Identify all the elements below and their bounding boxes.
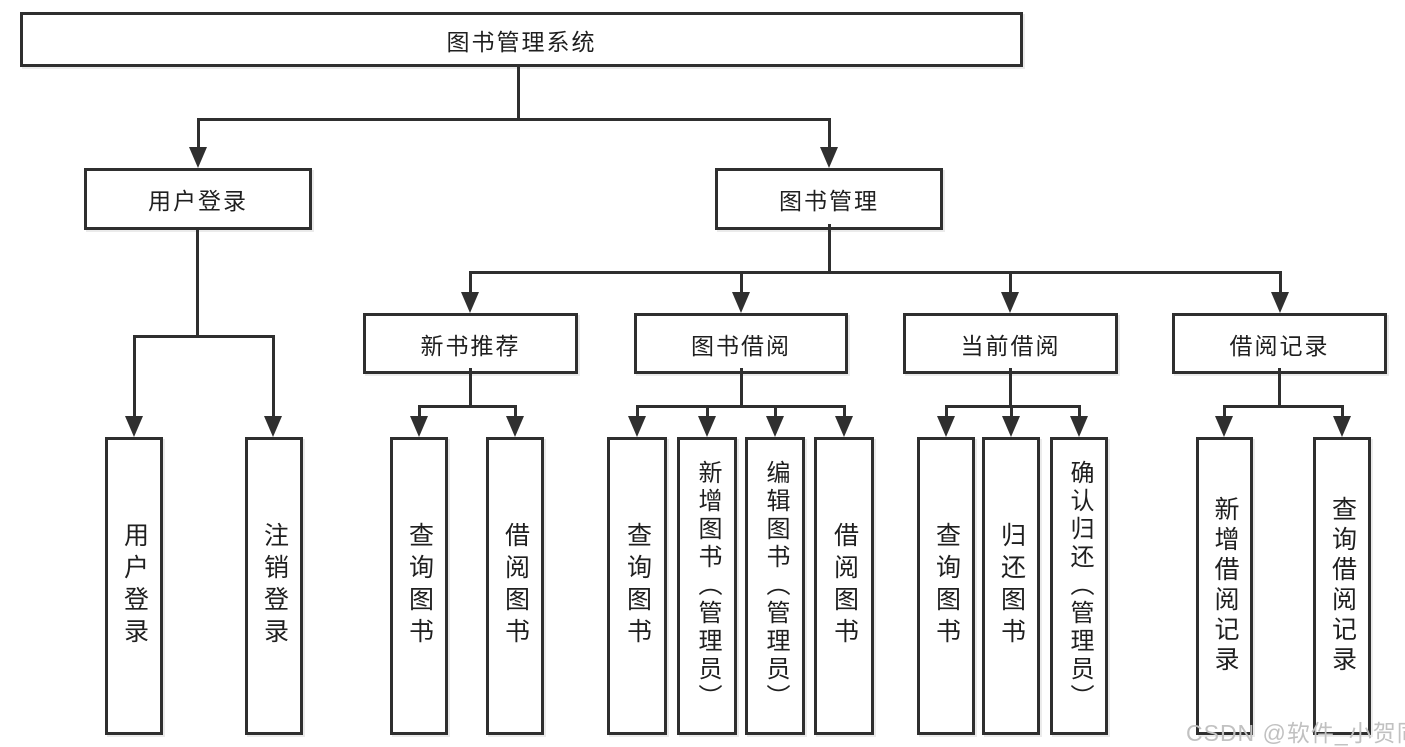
node-user-login: 用户登录 xyxy=(84,168,312,230)
leaf-add-books-admin: 新增图书（管理员） xyxy=(677,437,737,735)
connector-hline xyxy=(418,405,517,408)
arrowhead-down-icon xyxy=(628,416,646,437)
connector-vline xyxy=(1341,405,1344,421)
connector-vline xyxy=(133,335,136,420)
connector-vline xyxy=(843,405,846,421)
leaf-query-books-1: 查询图书 xyxy=(390,437,448,735)
arrowhead-down-icon xyxy=(189,147,207,168)
leaf-label: 归还图书 xyxy=(997,522,1026,650)
leaf-label: 查询图书 xyxy=(623,522,652,650)
connector-vline xyxy=(945,405,948,421)
arrowhead-down-icon xyxy=(461,292,479,313)
node-label: 图书借阅 xyxy=(691,332,791,359)
leaf-confirm-return-admin: 确认归还（管理员） xyxy=(1050,437,1108,735)
leaf-label: 确认归还（管理员） xyxy=(1066,460,1093,712)
connector-hline xyxy=(133,335,275,338)
connector-vline xyxy=(740,368,743,408)
arrowhead-down-icon xyxy=(410,416,428,437)
connector-vline xyxy=(418,405,421,421)
node-label: 借阅记录 xyxy=(1229,332,1330,359)
leaf-edit-books-admin: 编辑图书（管理员） xyxy=(745,437,805,735)
leaf-label: 借阅图书 xyxy=(830,522,859,650)
csdn-watermark: CSDN @软件_小贺同学 xyxy=(1186,720,1405,746)
connector-vline xyxy=(828,118,831,150)
node-book-borrow: 图书借阅 xyxy=(634,313,848,374)
node-label: 图书管理 xyxy=(779,188,879,214)
leaf-query-borrow-record: 查询借阅记录 xyxy=(1313,437,1371,735)
leaf-label: 查询借阅记录 xyxy=(1328,496,1357,676)
connector-vline xyxy=(272,335,275,420)
leaf-label: 新增图书（管理员） xyxy=(694,460,721,712)
connector-hline xyxy=(945,405,1081,408)
leaf-return-books: 归还图书 xyxy=(982,437,1040,735)
connector-hline xyxy=(1223,405,1344,408)
leaf-label: 编辑图书（管理员） xyxy=(762,460,789,712)
connector-vline xyxy=(636,405,639,421)
arrowhead-down-icon xyxy=(1002,416,1020,437)
node-book-mgmt: 图书管理 xyxy=(715,168,943,230)
connector-vline xyxy=(514,405,517,421)
node-label: 用户登录 xyxy=(148,188,248,214)
arrowhead-down-icon xyxy=(1271,292,1289,313)
arrowhead-down-icon xyxy=(506,416,524,437)
connector-vline xyxy=(517,64,520,120)
leaf-label: 用户登录 xyxy=(120,522,149,650)
leaf-label: 新增借阅记录 xyxy=(1211,496,1239,676)
connector-vline xyxy=(774,405,777,421)
connector-vline xyxy=(469,368,472,408)
leaf-borrow-books-1: 借阅图书 xyxy=(486,437,544,735)
node-borrow-records: 借阅记录 xyxy=(1172,313,1387,374)
connector-vline xyxy=(1278,368,1281,408)
node-label: 新书推荐 xyxy=(420,332,521,359)
arrowhead-down-icon xyxy=(835,416,853,437)
node-root-label: 图书管理系统 xyxy=(446,28,597,55)
node-new-books: 新书推荐 xyxy=(363,313,578,374)
arrowhead-down-icon xyxy=(1070,416,1088,437)
connector-vline xyxy=(1009,271,1012,296)
connector-vline xyxy=(196,230,199,338)
arrowhead-down-icon xyxy=(732,292,750,313)
connector-vline xyxy=(1010,405,1013,421)
connector-hline xyxy=(197,118,831,121)
arrowhead-down-icon xyxy=(1215,416,1233,437)
connector-hline xyxy=(636,405,846,408)
connector-vline xyxy=(1279,271,1282,296)
connector-vline xyxy=(828,224,831,274)
node-current-borrow: 当前借阅 xyxy=(903,313,1118,374)
connector-vline xyxy=(197,118,200,150)
leaf-label: 借阅图书 xyxy=(501,522,530,650)
leaf-query-books-3: 查询图书 xyxy=(917,437,975,735)
node-root: 图书管理系统 xyxy=(20,12,1023,67)
connector-vline xyxy=(740,271,743,296)
leaf-label: 查询图书 xyxy=(932,522,961,650)
connector-hline xyxy=(469,271,1282,274)
connector-vline xyxy=(1078,405,1081,421)
arrowhead-down-icon xyxy=(820,147,838,168)
arrowhead-down-icon xyxy=(1001,292,1019,313)
connector-vline xyxy=(1009,368,1012,408)
connector-vline xyxy=(1223,405,1226,421)
connector-vline xyxy=(706,405,709,421)
arrowhead-down-icon xyxy=(264,416,282,437)
arrowhead-down-icon xyxy=(698,416,716,437)
arrowhead-down-icon xyxy=(937,416,955,437)
leaf-query-books-2: 查询图书 xyxy=(607,437,667,735)
leaf-label: 注销登录 xyxy=(260,522,289,650)
leaf-add-borrow-record: 新增借阅记录 xyxy=(1196,437,1253,735)
leaf-label: 查询图书 xyxy=(405,522,434,650)
connector-vline xyxy=(469,271,472,296)
arrowhead-down-icon xyxy=(766,416,784,437)
leaf-borrow-books-2: 借阅图书 xyxy=(814,437,874,735)
leaf-logout: 注销登录 xyxy=(245,437,303,735)
node-label: 当前借阅 xyxy=(960,332,1061,359)
arrowhead-down-icon xyxy=(125,416,143,437)
arrowhead-down-icon xyxy=(1333,416,1351,437)
leaf-user-login: 用户登录 xyxy=(105,437,163,735)
